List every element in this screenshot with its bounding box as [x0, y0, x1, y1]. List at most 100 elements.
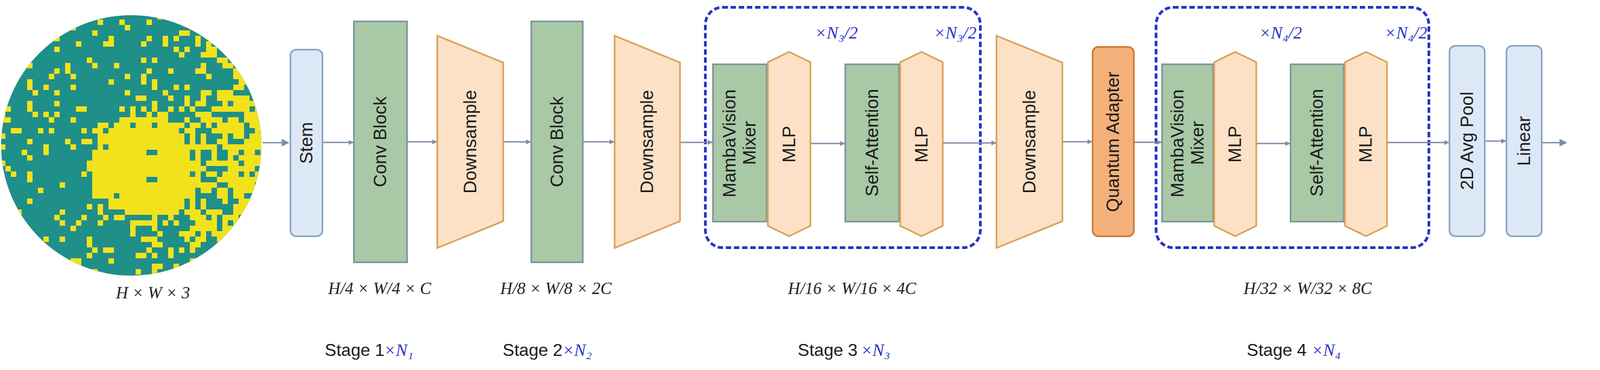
- pixel: [113, 187, 120, 194]
- pixel: [238, 133, 245, 139]
- pixel: [195, 160, 201, 166]
- pixel: [222, 241, 228, 248]
- stage-label: Stage 4: [1246, 340, 1307, 361]
- pixel: [189, 225, 196, 232]
- pixel: [222, 252, 228, 259]
- stage-repeat: ×N₂: [562, 340, 592, 361]
- pixel: [200, 133, 207, 139]
- pixel: [27, 62, 33, 69]
- pixel: [178, 176, 185, 183]
- pixel: [141, 41, 147, 47]
- pixel: [249, 225, 255, 232]
- pixel: [249, 144, 255, 150]
- pixel: [86, 160, 93, 166]
- pixel: [227, 214, 234, 221]
- pixel: [0, 62, 6, 69]
- pixel: [195, 100, 201, 107]
- pixel: [260, 95, 263, 101]
- pixel: [254, 117, 261, 123]
- pixel: [162, 171, 169, 177]
- pixel: [86, 236, 93, 242]
- pixel: [97, 171, 104, 177]
- pixel: [211, 171, 217, 177]
- pixel: [141, 220, 147, 226]
- pixel: [59, 19, 66, 25]
- pixel: [86, 203, 93, 210]
- pixel: [135, 187, 142, 194]
- pixel: [211, 220, 217, 226]
- pixel: [70, 19, 76, 25]
- process-box: Stem: [289, 48, 324, 238]
- pixel: [211, 209, 217, 215]
- pixel: [211, 117, 217, 123]
- pixel: [130, 128, 136, 134]
- dimension-label: H/32 × W/32 × 8C: [1243, 278, 1372, 299]
- pixel: [54, 90, 60, 96]
- node-label: Stem: [296, 122, 317, 164]
- pixel: [238, 220, 245, 226]
- pixel: [211, 24, 217, 31]
- pixel: [70, 84, 76, 91]
- pixel: [227, 176, 234, 183]
- pixel: [27, 155, 33, 161]
- pixel: [244, 274, 250, 277]
- pixel: [151, 138, 158, 145]
- pixel: [130, 231, 136, 237]
- pixel: [157, 128, 163, 134]
- pixel: [75, 263, 82, 270]
- pixel: [0, 52, 6, 58]
- pixel: [146, 182, 152, 188]
- pixel: [173, 269, 179, 275]
- pixel: [254, 203, 261, 210]
- pixel: [130, 165, 136, 172]
- pixel: [222, 90, 228, 96]
- pixel: [113, 203, 120, 210]
- pixel: [141, 138, 147, 145]
- pixel: [206, 160, 212, 166]
- pixel: [135, 144, 142, 150]
- pixel: [184, 95, 190, 101]
- node-label: MLP: [779, 125, 800, 163]
- pixel: [124, 128, 131, 134]
- pixel: [108, 187, 114, 194]
- pixel: [135, 252, 142, 259]
- pixel: [244, 117, 250, 123]
- pixel: [227, 144, 234, 150]
- node-label: Self-Attention: [862, 88, 883, 197]
- pixel: [97, 187, 104, 194]
- pixel: [10, 171, 17, 177]
- pixel: [227, 160, 234, 166]
- pixel: [244, 106, 250, 112]
- pixel: [184, 19, 190, 25]
- pixel: [113, 122, 120, 128]
- pixel: [238, 176, 245, 183]
- pixel: [238, 106, 245, 112]
- shape-outline: [437, 35, 504, 248]
- pixel: [168, 122, 174, 128]
- pixel: [173, 182, 179, 188]
- pixel: [124, 198, 131, 204]
- pixel: [216, 117, 223, 123]
- repeat-count: ×N₄/2: [1384, 22, 1428, 43]
- pixel: [195, 182, 201, 188]
- pixel: [189, 122, 196, 128]
- pixel: [27, 106, 33, 112]
- block-box: Conv Block: [353, 20, 408, 264]
- pixel: [222, 258, 228, 264]
- pixel: [146, 144, 152, 150]
- pixel: [103, 165, 109, 172]
- pixel: [244, 144, 250, 150]
- flow-arrow: [503, 141, 531, 143]
- pixel: [260, 138, 263, 145]
- pixel: [244, 231, 250, 237]
- pixel: [151, 160, 158, 166]
- pixel: [162, 149, 169, 156]
- pixel: [206, 73, 212, 80]
- pixel: [238, 165, 245, 172]
- pixel: [216, 187, 223, 194]
- pixel: [97, 128, 104, 134]
- pixel: [216, 128, 223, 134]
- pixel: [254, 41, 261, 47]
- pixel: [119, 165, 125, 172]
- pixel: [151, 187, 158, 194]
